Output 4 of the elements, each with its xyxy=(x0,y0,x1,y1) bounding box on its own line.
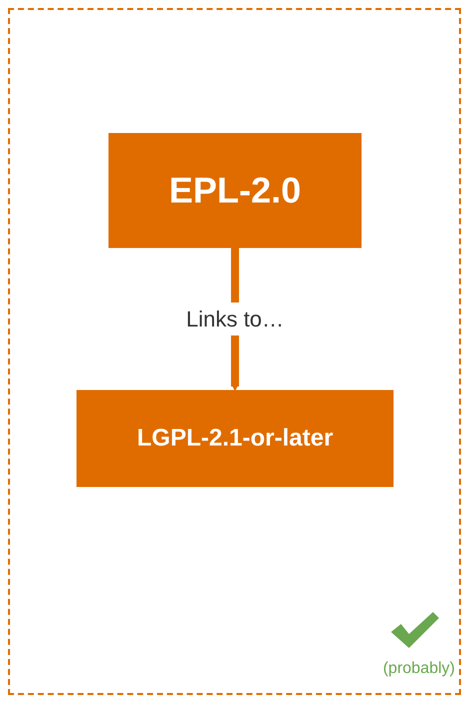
node-box: LGPL-2.1-or-later xyxy=(76,390,394,487)
node-box: EPL-2.0 xyxy=(108,133,362,248)
edge-label: Links to… xyxy=(186,306,284,332)
note-text: (probably) xyxy=(382,660,455,678)
